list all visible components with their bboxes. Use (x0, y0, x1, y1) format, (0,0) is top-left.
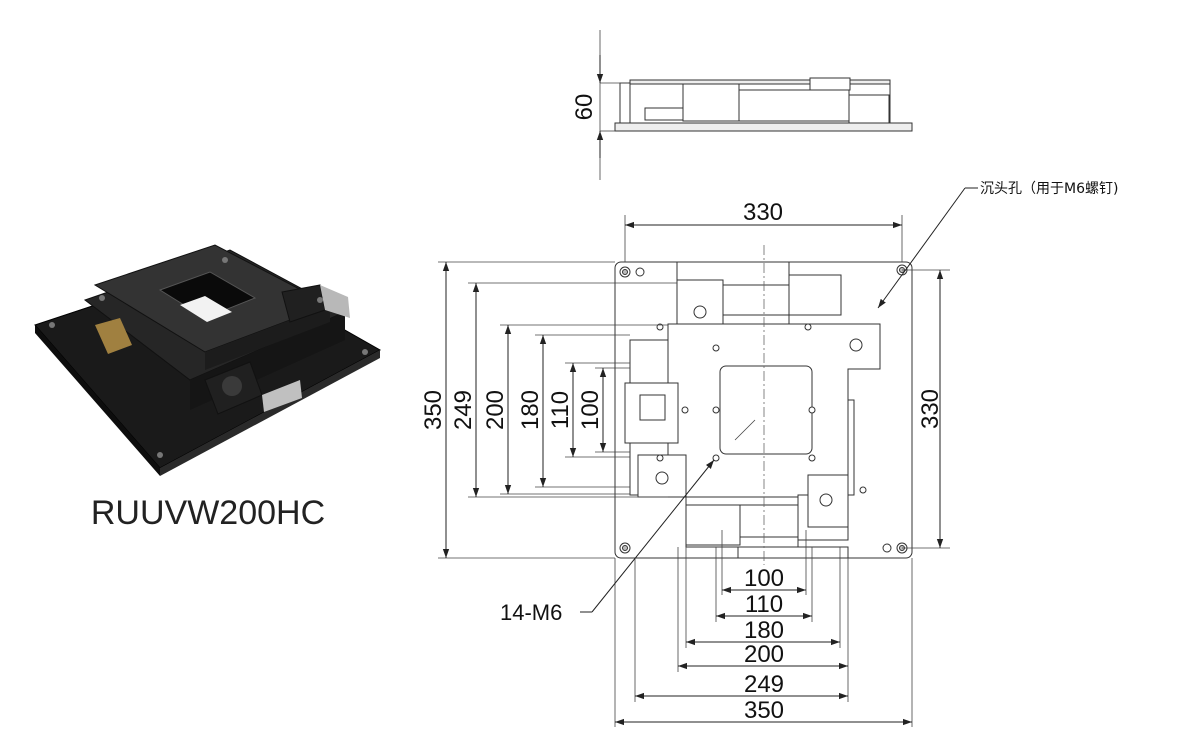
model-label: RUUVW200HC (91, 494, 325, 532)
dim-right-330 (902, 269, 950, 549)
dim-left-group (438, 261, 677, 559)
left-dim-249: 249 (450, 390, 477, 430)
left-dim-110: 110 (547, 391, 574, 429)
bottom-dim-180: 180 (744, 617, 784, 644)
side-height-dim: 60 (571, 94, 598, 121)
side-view (596, 30, 913, 180)
bottom-dim-110: 110 (745, 591, 783, 618)
left-dim-350: 350 (420, 390, 447, 430)
left-dim-200: 200 (482, 390, 509, 430)
dim-bottom-group (614, 530, 913, 727)
left-dim-180: 180 (517, 390, 544, 430)
bottom-dim-200: 200 (744, 641, 784, 668)
thread-label: 14-M6 (500, 600, 562, 625)
right-height-dim: 330 (917, 389, 944, 429)
left-dim-100: 100 (577, 390, 604, 430)
top-width-dim: 330 (743, 199, 783, 226)
counterbore-leader (877, 187, 978, 309)
bottom-dim-100: 100 (744, 565, 784, 592)
bottom-dim-350: 350 (744, 697, 784, 724)
counterbore-note: 沉头孔（用于M6螺钉) (980, 181, 1118, 197)
product-photo (34, 244, 382, 476)
top-view (614, 245, 913, 565)
dim-top-330 (624, 215, 903, 262)
bottom-dim-249: 249 (744, 671, 784, 698)
thread-leader (580, 459, 715, 613)
